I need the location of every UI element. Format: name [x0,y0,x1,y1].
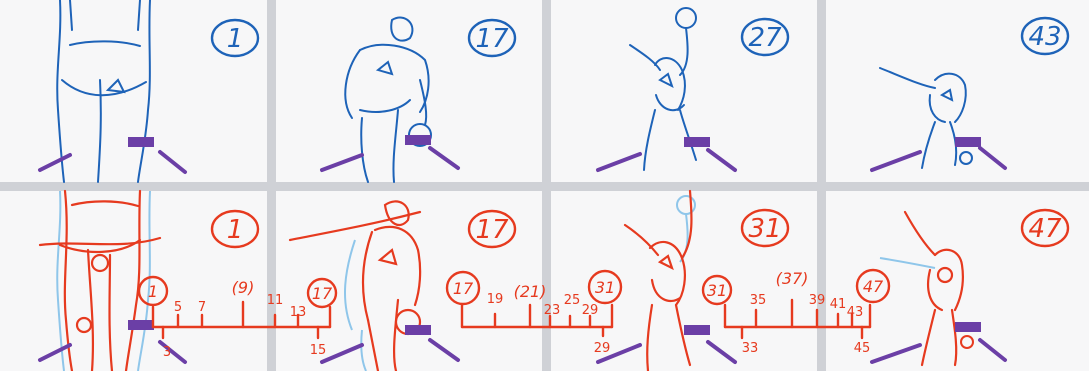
timeline-tick-label: 19 [487,292,504,307]
frame-number: 27 [748,23,782,53]
timeline-tick-label: 23 [544,303,561,318]
timeline-end-label: 31 [595,278,615,297]
timeline-tick-label: 15 [310,343,327,358]
frame-label-bottom-4: 47 [1022,210,1068,246]
timeline-tick-label: 41 [830,297,847,312]
timeline-tick-label: 45 [854,341,871,356]
timeline-tick-label: 43 [847,305,864,320]
frame-number: 1 [227,24,244,54]
frame-number: 17 [475,215,509,245]
timeline-tick-label: 7 [198,300,206,315]
frame-label-top-2: 17 [469,20,515,56]
frame-label-bottom-3: 31 [742,210,788,246]
timeline-key-label: (9) [232,278,255,297]
timeline-tick-label: 11 [267,293,284,308]
timeline-tick-label: 39 [809,293,826,308]
timeline-tick-label: 13 [290,305,307,320]
frame-label-bottom-2: 17 [469,211,515,247]
timeline-start-label: 31 [707,281,727,300]
timeline-tick-label: 3 [163,345,171,360]
timeline-end-label: 17 [312,284,333,303]
timeline-tick-label: 33 [742,341,759,356]
frame-number: 31 [748,214,781,244]
timeline-end-label: 47 [863,277,884,296]
timeline-tick-label: 35 [750,293,767,308]
frame-number: 1 [227,215,244,245]
timeline-start-label: 17 [453,279,474,298]
frame-label-top-3: 27 [742,19,788,55]
timeline-key-label: (21) [514,282,547,301]
timeline-start-label: 1 [148,282,158,301]
timeline-tick-label: 25 [564,293,581,308]
timeline-key-label: (37) [776,269,809,288]
timeline-tick-label: 5 [174,300,182,315]
frame-number: 47 [1028,214,1062,244]
timeline-tick-label: 29 [594,341,611,356]
frame-number: 17 [475,24,509,54]
timeline-tick-label: 29 [582,303,599,318]
frame-number: 43 [1028,22,1061,52]
frame-label-top-4: 43 [1022,18,1068,54]
